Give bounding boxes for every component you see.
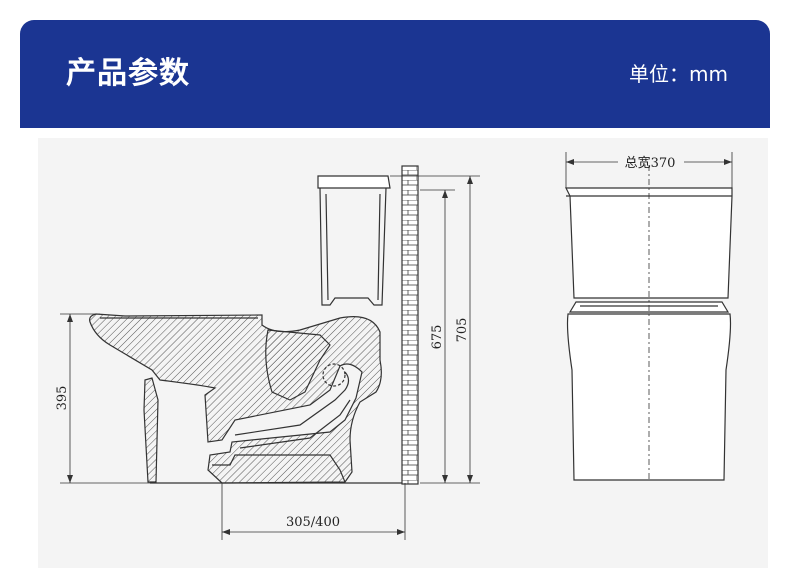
brick-wall	[401, 165, 419, 485]
header-banner: 产品参数 单位：mm	[20, 20, 770, 128]
drain-circle	[322, 363, 346, 387]
dim-pit-distance: 305/400	[286, 515, 340, 530]
bowl-front-leg	[143, 377, 159, 483]
dim-705: 705	[455, 318, 470, 343]
dim-total-width: 总宽370	[625, 155, 676, 171]
page-title: 产品参数	[66, 56, 190, 91]
side-view	[89, 165, 419, 485]
tank-body	[319, 187, 387, 306]
dim-395: 395	[55, 386, 70, 411]
tank-lid	[317, 175, 391, 189]
trap-curve	[234, 371, 350, 436]
trap-curve-inner	[239, 399, 351, 449]
bowl-shell	[89, 313, 382, 484]
dimension-arrows	[67, 176, 473, 535]
dimension-lines-side	[60, 175, 480, 540]
trap-channel	[265, 329, 331, 401]
unit-label: 单位：mm	[629, 62, 728, 86]
outlet-pipe	[212, 454, 346, 483]
front-bowl	[566, 313, 732, 481]
tank-inner	[325, 193, 381, 301]
dim-675: 675	[430, 325, 445, 350]
front-view	[565, 165, 733, 482]
